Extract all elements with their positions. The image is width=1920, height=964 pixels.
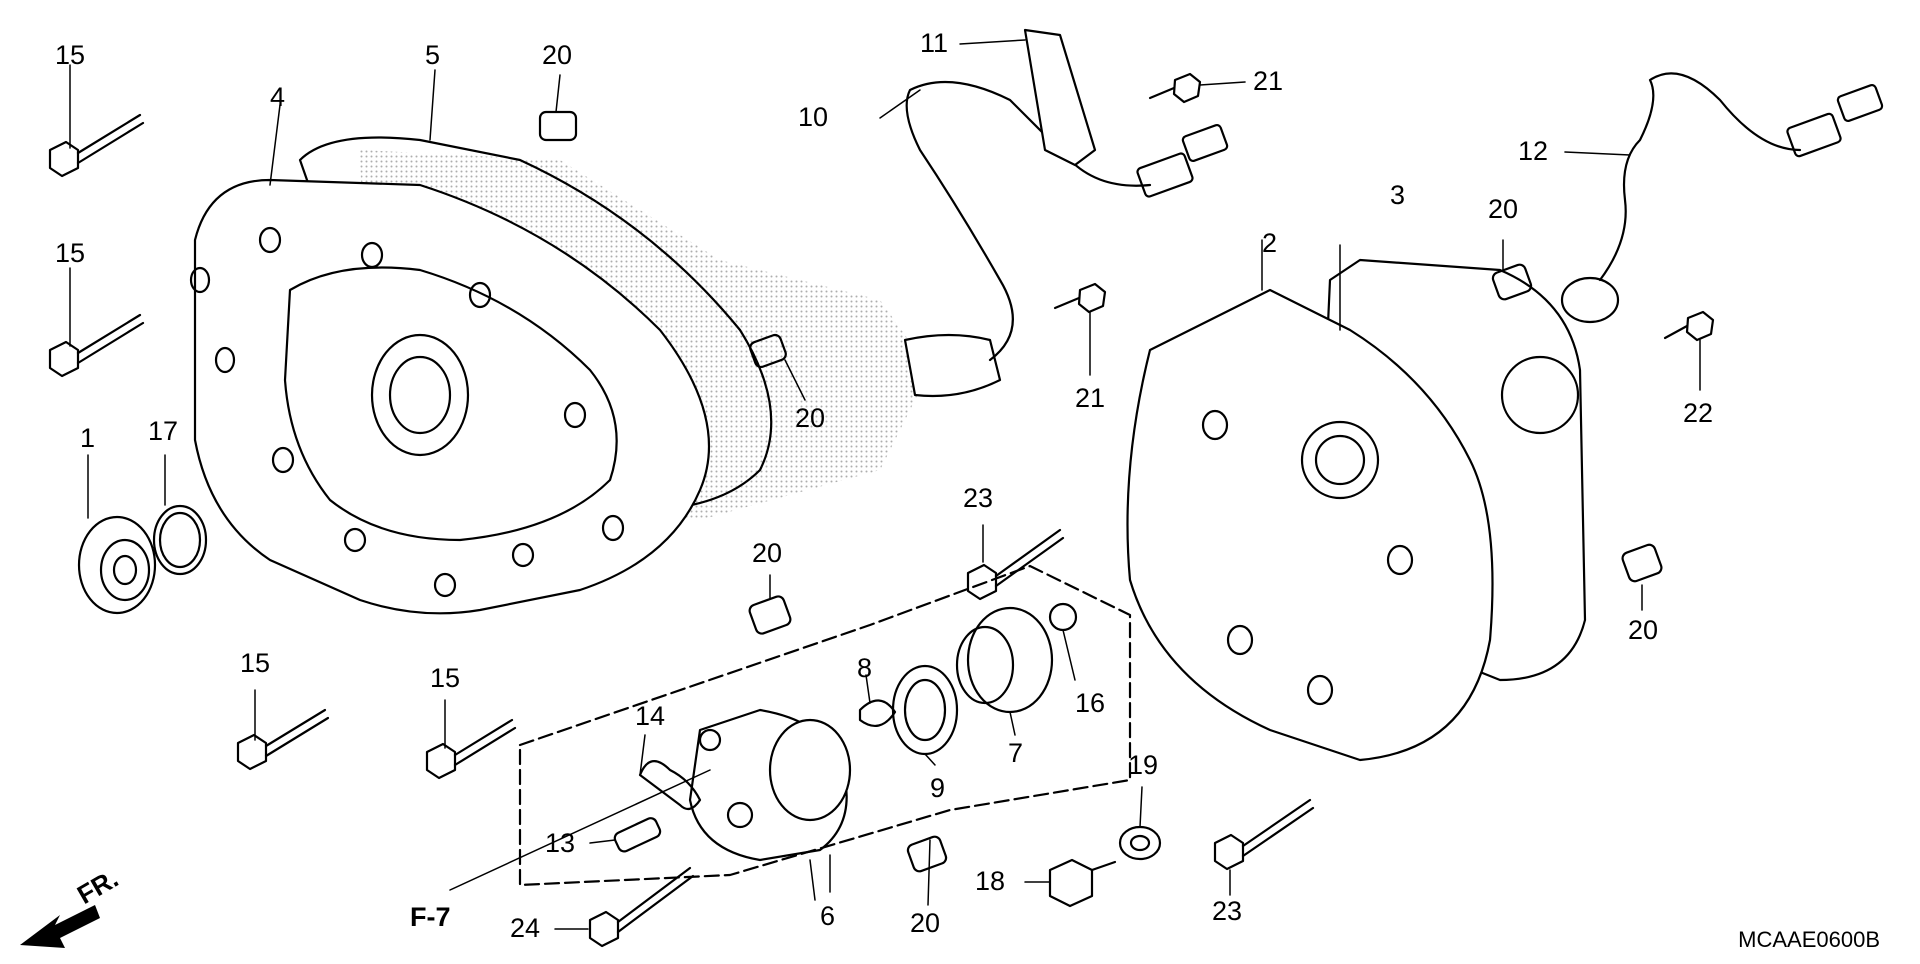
- bolt-part-18: [1048, 858, 1117, 908]
- callout-20-a: 20: [542, 40, 573, 70]
- callout-5: 5: [425, 40, 441, 70]
- washer-part-19: [1118, 825, 1162, 861]
- dowel-part-20-f: [1621, 543, 1663, 583]
- callout-17: 17: [148, 416, 179, 446]
- section-reference: F-7: [410, 902, 451, 932]
- sensor-part-12: [1560, 72, 1884, 324]
- callout-10: 10: [798, 102, 829, 132]
- clamp-part-11: [1023, 28, 1097, 167]
- clamp-part-14: [638, 760, 702, 811]
- callout-9: 9: [930, 773, 946, 803]
- bolt-part-15-d: [425, 718, 517, 780]
- seal-part-9: [891, 664, 959, 756]
- callout-23-a: 23: [963, 483, 994, 513]
- callout-6: 6: [820, 901, 836, 931]
- front-arrow-icon: [20, 905, 100, 948]
- clip-part-16: [1048, 602, 1078, 632]
- callout-4: 4: [270, 82, 286, 112]
- diagram-code: MCAAE0600B: [1738, 927, 1880, 952]
- dowel-part-20-d: [906, 835, 948, 873]
- callout-20-c: 20: [752, 538, 783, 568]
- callout-15-d: 15: [430, 663, 461, 693]
- bolt-part-22: [1663, 310, 1715, 342]
- bolt-part-21-b: [1053, 282, 1107, 314]
- bolt-part-24: [588, 866, 695, 948]
- callout-11: 11: [920, 28, 949, 58]
- bolt-part-23-a: [966, 528, 1065, 601]
- callout-3: 3: [1390, 180, 1406, 210]
- callout-7: 7: [1008, 738, 1024, 768]
- callout-1: 1: [80, 423, 96, 453]
- callout-16: 16: [1075, 688, 1106, 718]
- callout-8: 8: [857, 653, 873, 683]
- bolt-part-23-b: [1213, 798, 1315, 871]
- bearing-part-7: [955, 606, 1054, 714]
- callout-15-b: 15: [55, 238, 86, 268]
- callout-20-e: 20: [1488, 194, 1519, 224]
- callout-22: 22: [1683, 398, 1714, 428]
- callout-2: 2: [1262, 228, 1278, 258]
- callout-23-b: 23: [1212, 896, 1243, 926]
- dowel-part-20-e: [1491, 263, 1533, 301]
- callout-21-a: 21: [1253, 66, 1284, 96]
- clip-part-8: [858, 699, 897, 728]
- callout-21-b: 21: [1075, 383, 1106, 413]
- cover-part-4: [193, 178, 711, 615]
- washer-part-17: [152, 504, 208, 576]
- callout-14: 14: [635, 701, 666, 731]
- sensor-part-10: [903, 80, 1229, 398]
- pump-body-part-6: [688, 708, 852, 862]
- callout-12: 12: [1518, 136, 1549, 166]
- callout-20-f: 20: [1628, 615, 1659, 645]
- plug-part-1: [77, 515, 157, 615]
- callout-24: 24: [510, 913, 541, 943]
- callout-13: 13: [545, 828, 576, 858]
- bolt-part-21-a: [1148, 72, 1202, 104]
- callout-20-d: 20: [910, 908, 941, 938]
- callout-20-b: 20: [795, 403, 826, 433]
- dowel-part-20-b: [749, 333, 787, 369]
- callout-15-c: 15: [240, 648, 271, 678]
- fitting-part-13: [613, 817, 662, 853]
- callout-18: 18: [975, 866, 1006, 896]
- bolt-part-15-b: [48, 313, 145, 378]
- callout-19: 19: [1128, 750, 1159, 780]
- callout-15-a: 15: [55, 40, 86, 70]
- bolt-part-15-c: [236, 708, 330, 771]
- cover-part-2: [1126, 288, 1494, 762]
- dowel-part-20-c: [748, 595, 792, 635]
- bolt-part-15-a: [48, 113, 145, 178]
- dowel-part-20-a: [538, 110, 578, 142]
